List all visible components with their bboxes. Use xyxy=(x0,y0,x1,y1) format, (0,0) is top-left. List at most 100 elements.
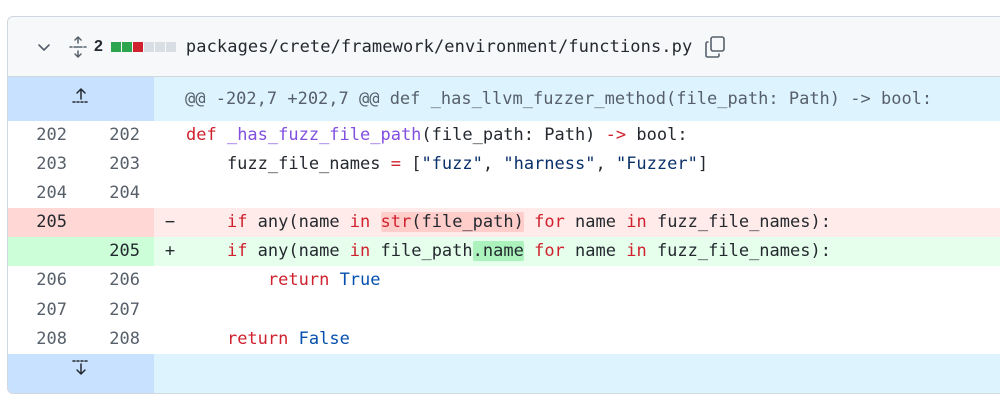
code-token: str xyxy=(380,212,412,233)
copy-icon[interactable] xyxy=(704,35,726,59)
file-path[interactable]: packages/crete/framework/environment/fun… xyxy=(185,36,693,57)
code-token: in xyxy=(626,212,647,233)
code-token: (file_path) xyxy=(411,212,524,233)
code-token xyxy=(186,212,227,232)
file-header: 2 packages/crete/framework/environment/f… xyxy=(8,17,1000,77)
new-line-number[interactable]: 207 xyxy=(109,299,140,320)
diffstat-square xyxy=(154,41,165,52)
code-token xyxy=(186,270,268,290)
code-line: if any(name in file_path.name for name i… xyxy=(186,237,1000,267)
diff-marker xyxy=(154,150,186,179)
diff-line: 202 202 def _has_fuzz_file_path(file_pat… xyxy=(8,121,1000,150)
code-token: -> xyxy=(605,125,627,145)
code-token: name xyxy=(564,212,627,233)
code-token xyxy=(329,270,339,290)
code-line: if any(name in str(file_path) for name i… xyxy=(186,208,1000,238)
expand-up-icon xyxy=(71,84,91,114)
hunk-header-row: @@ -202,7 +202,7 @@ def _has_llvm_fuzzer… xyxy=(8,77,1000,121)
expand-down-row xyxy=(8,353,1000,393)
code-token: , xyxy=(482,154,504,175)
diff-lines: 202 202 def _has_fuzz_file_path(file_pat… xyxy=(8,121,1000,354)
changed-text: str(file_path) xyxy=(380,212,524,233)
diff-marker xyxy=(154,296,186,325)
diff-line-added: 205 + if any(name in file_path.name for … xyxy=(8,237,1000,267)
old-line-number[interactable] xyxy=(8,237,81,267)
diff-marker xyxy=(154,121,186,150)
diff-marker xyxy=(154,325,186,354)
diff-line: 203 203 fuzz_file_names = ["fuzz", "harn… xyxy=(8,150,1000,179)
code-token: (file_path: Path) xyxy=(421,125,606,145)
code-token: bool: xyxy=(626,125,688,145)
code-token: in xyxy=(349,212,371,233)
new-line-number[interactable]: 206 xyxy=(109,270,140,291)
old-line-number[interactable]: 207 xyxy=(36,299,67,320)
diff-marker xyxy=(154,266,186,295)
code-token: _has_fuzz_file_path xyxy=(226,125,422,145)
diff-line: 206 206 return True xyxy=(8,266,1000,295)
code-token: return xyxy=(267,270,330,291)
code-token: fuzz_file_names xyxy=(186,154,391,175)
code-token: False xyxy=(298,328,350,349)
code-token: any(name xyxy=(247,212,350,233)
diff-marker: − xyxy=(154,208,186,238)
old-line-number[interactable]: 206 xyxy=(36,270,67,291)
code-token: for xyxy=(534,241,565,262)
old-line-number[interactable]: 203 xyxy=(36,154,67,175)
diffstat-square xyxy=(143,41,154,52)
code-token xyxy=(186,329,227,349)
code-token: "fuzz" xyxy=(421,154,483,175)
code-token: , xyxy=(595,154,616,175)
code-token: def xyxy=(186,125,227,145)
diffstat xyxy=(110,41,176,52)
code-token: = xyxy=(390,154,401,175)
code-token: file_path xyxy=(370,241,473,262)
code-token: [ xyxy=(400,154,422,175)
unfold-icon[interactable] xyxy=(68,35,88,58)
expand-down-area[interactable] xyxy=(154,353,1000,393)
code-token xyxy=(370,212,380,232)
code-token: name xyxy=(564,241,627,262)
old-line-number[interactable]: 205 xyxy=(8,208,81,238)
old-line-number[interactable]: 202 xyxy=(36,125,67,145)
code-token xyxy=(288,329,298,349)
diff-marker: + xyxy=(154,237,186,267)
changed-text: .name xyxy=(472,241,524,262)
old-line-number[interactable]: 204 xyxy=(36,183,67,204)
expand-down-icon xyxy=(71,359,91,389)
code-token xyxy=(524,212,534,232)
diff-marker xyxy=(154,179,186,208)
diffstat-square xyxy=(132,41,143,52)
new-line-number[interactable]: 204 xyxy=(109,183,140,204)
chevron-down-icon[interactable] xyxy=(34,37,54,57)
code-token: fuzz_file_names): xyxy=(646,241,831,262)
code-token: for xyxy=(534,212,565,233)
hunk-header-text: @@ -202,7 +202,7 @@ def _has_llvm_fuzzer… xyxy=(154,77,1000,121)
new-line-number[interactable]: 202 xyxy=(109,125,140,145)
diffstat-square xyxy=(165,41,176,52)
code-token: if xyxy=(226,212,248,233)
code-line: def _has_fuzz_file_path(file_path: Path)… xyxy=(186,121,1000,150)
code-line: return False xyxy=(186,325,1000,354)
new-line-number[interactable]: 205 xyxy=(81,237,154,267)
expand-down-button[interactable] xyxy=(8,353,154,393)
code-line: return True xyxy=(186,266,1000,295)
diffstat-square xyxy=(110,41,121,52)
diff-line: 208 208 return False xyxy=(8,325,1000,354)
code-line xyxy=(186,296,1000,325)
change-count: 2 xyxy=(94,37,103,55)
diff-line: 204 204 xyxy=(8,179,1000,208)
diff-line: 207 207 xyxy=(8,296,1000,325)
code-token: in xyxy=(626,241,647,262)
expand-up-button[interactable] xyxy=(8,77,154,121)
code-token: "Fuzzer" xyxy=(615,154,698,175)
code-token: if xyxy=(226,241,248,262)
code-token: ] xyxy=(697,154,709,175)
new-line-number[interactable] xyxy=(81,208,154,238)
new-line-number[interactable]: 203 xyxy=(109,154,140,175)
code-token: return xyxy=(226,328,289,349)
new-line-number[interactable]: 208 xyxy=(109,328,140,349)
old-line-number[interactable]: 208 xyxy=(36,328,67,349)
diff-line-deleted: 205 − if any(name in str(file_path) for … xyxy=(8,208,1000,238)
code-token: True xyxy=(339,270,381,291)
code-token: in xyxy=(349,241,371,262)
